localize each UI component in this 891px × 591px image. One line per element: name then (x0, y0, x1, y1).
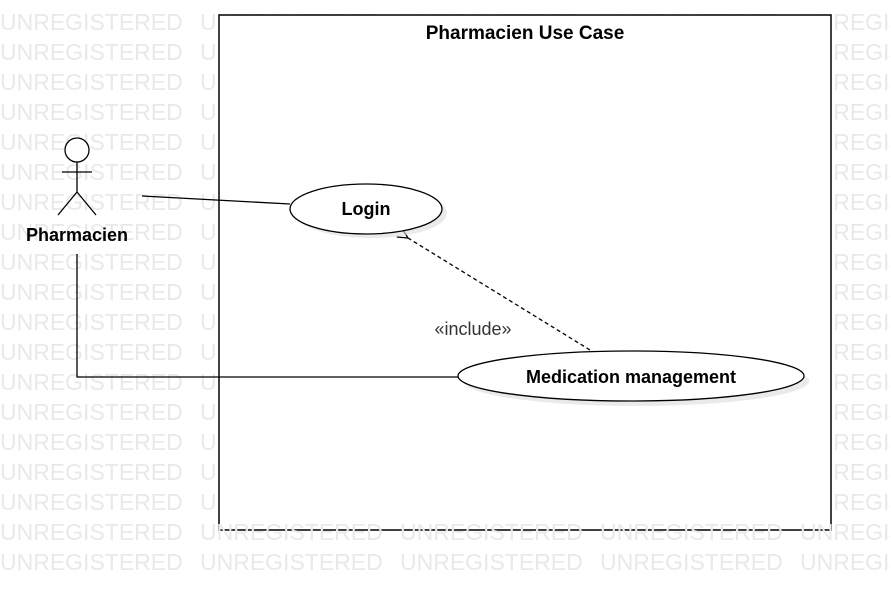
watermark-text: UNREGISTERED (0, 129, 183, 155)
watermark-text: UNREGISTERED (0, 189, 183, 215)
watermark-text: UNREGISTERED (0, 39, 183, 65)
watermark-text: UNREGISTERED (0, 489, 183, 515)
system-title: Pharmacien Use Case (426, 23, 625, 44)
watermark-text: UNREGISTERED (0, 69, 183, 95)
watermark-text: UNREGISTERED (0, 459, 183, 485)
watermark-text: UNREGISTERED (800, 549, 891, 575)
watermark-text: UNREGISTERED (0, 519, 183, 545)
watermark-text: UNREGISTERED (0, 549, 183, 575)
actor-head (64, 137, 90, 163)
watermark-text: UNREGISTERED (600, 549, 783, 575)
watermark-text: UNREGISTERED (0, 369, 183, 395)
watermark-text: UNREGISTERED (0, 429, 183, 455)
include-dependency[interactable] (408, 238, 591, 351)
medication-management-label: Medication management (526, 367, 736, 387)
watermark-text: UNREGISTERED (0, 99, 183, 125)
watermark-text: UNREGISTERED (400, 549, 583, 575)
use-case-medication-management[interactable]: Medication management (457, 350, 809, 406)
use-case-login[interactable]: Login (289, 183, 447, 238)
association-login[interactable] (141, 195, 291, 205)
actor-right-leg (76, 191, 97, 216)
medication-ellipse[interactable] (457, 350, 805, 402)
watermark-text: UNREGISTERED (200, 549, 383, 575)
watermark-text: UNREGISTERED (0, 309, 183, 335)
watermark-text: UNREGISTERED (0, 279, 183, 305)
actor-left-leg (57, 191, 78, 216)
watermark-text: UNREGISTERED (400, 519, 583, 545)
watermark-text: UNREGISTERED (0, 339, 183, 365)
watermark-text: UNREGISTERED (0, 249, 183, 275)
login-label: Login (342, 199, 391, 219)
include-label: «include» (434, 319, 511, 339)
association-medication-management[interactable] (76, 254, 458, 378)
watermark-text: UNREGISTERED (0, 9, 183, 35)
actor-label: Pharmacien (26, 225, 128, 245)
actor-pharmacien[interactable]: Pharmacien (26, 137, 128, 245)
unregistered-watermark-bottom: UNREGISTERED UNREGISTERED UNREGISTERED UNRE… (0, 519, 891, 575)
system-boundary[interactable] (218, 14, 832, 531)
login-ellipse[interactable] (289, 183, 443, 235)
watermark-text: UNREGISTERED (600, 519, 783, 545)
watermark-text: UNREGISTERED (0, 399, 183, 425)
watermark-text: UNREGISTERED (800, 519, 891, 545)
watermark-text: UNREGISTERED (200, 519, 383, 545)
watermark-text: UNREGISTERED (0, 219, 183, 245)
